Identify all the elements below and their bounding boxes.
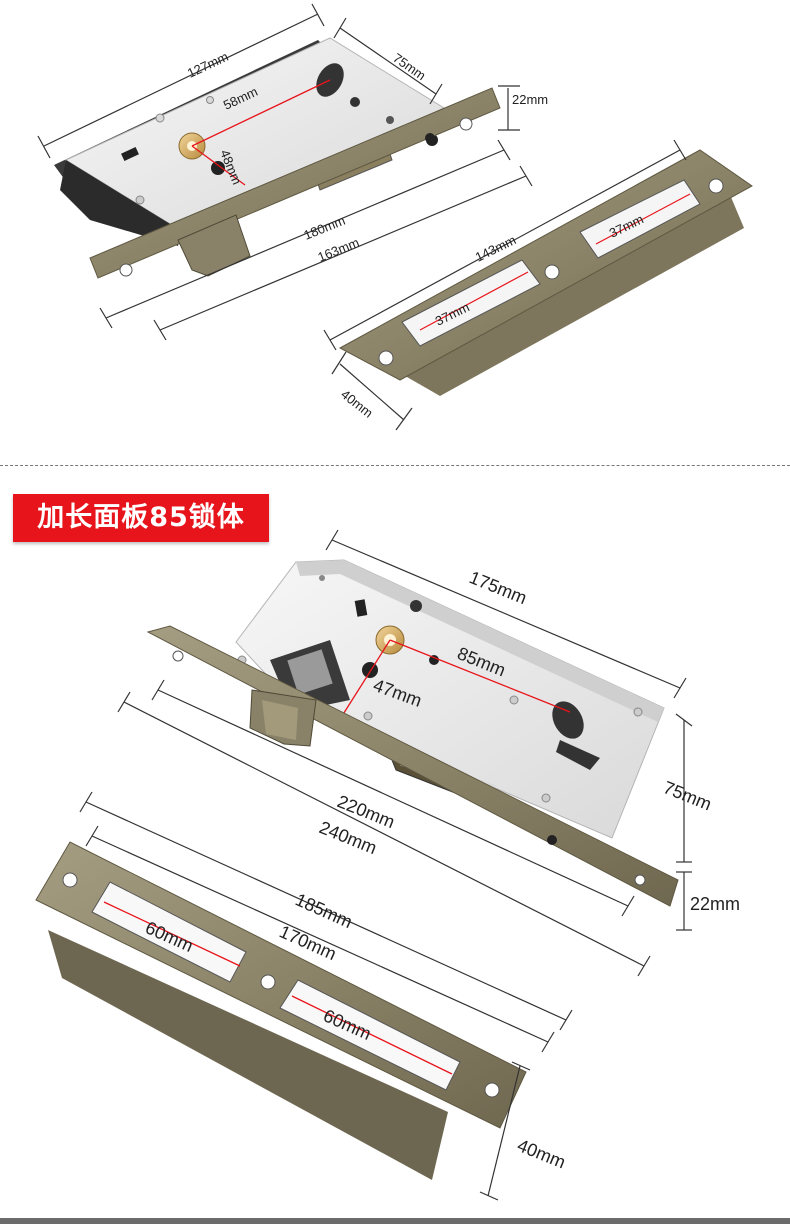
bottom-strike-dimensions <box>79 791 573 1201</box>
top-faceplate <box>89 87 501 279</box>
top-strike-height-label: 40mm <box>338 387 376 421</box>
bottom-width-label: 175mm <box>467 567 530 608</box>
top-lock-body <box>54 37 501 279</box>
bottom-strike-plate <box>35 841 527 1180</box>
section-divider <box>0 465 790 466</box>
bottom-strike-outer-label: 185mm <box>292 889 355 932</box>
top-thickness-label: 22mm <box>512 92 548 107</box>
bottom-strike-height-label: 40mm <box>515 1135 569 1172</box>
top-width-label: 127mm <box>185 49 231 81</box>
top-faceplate-inner-label: 180mm <box>302 213 348 243</box>
section-banner: 加长面板85锁体 <box>13 494 269 542</box>
top-strike-dimensions <box>323 139 687 431</box>
bottom-thickness-label: 22mm <box>690 894 740 914</box>
top-faceplate-outer-label: 163mm <box>316 235 362 265</box>
bottom-lock-dimensions <box>117 529 693 977</box>
bottom-strike-slot-b <box>279 979 461 1091</box>
bottom-depth-label: 75mm <box>661 777 715 814</box>
top-strike-plate <box>338 149 753 396</box>
top-strike-slot-b <box>579 179 701 259</box>
bottom-bar <box>0 1218 790 1224</box>
top-lock-dimensions <box>37 3 533 341</box>
bottom-lock-body <box>146 559 679 907</box>
top-strike-face <box>338 149 753 381</box>
